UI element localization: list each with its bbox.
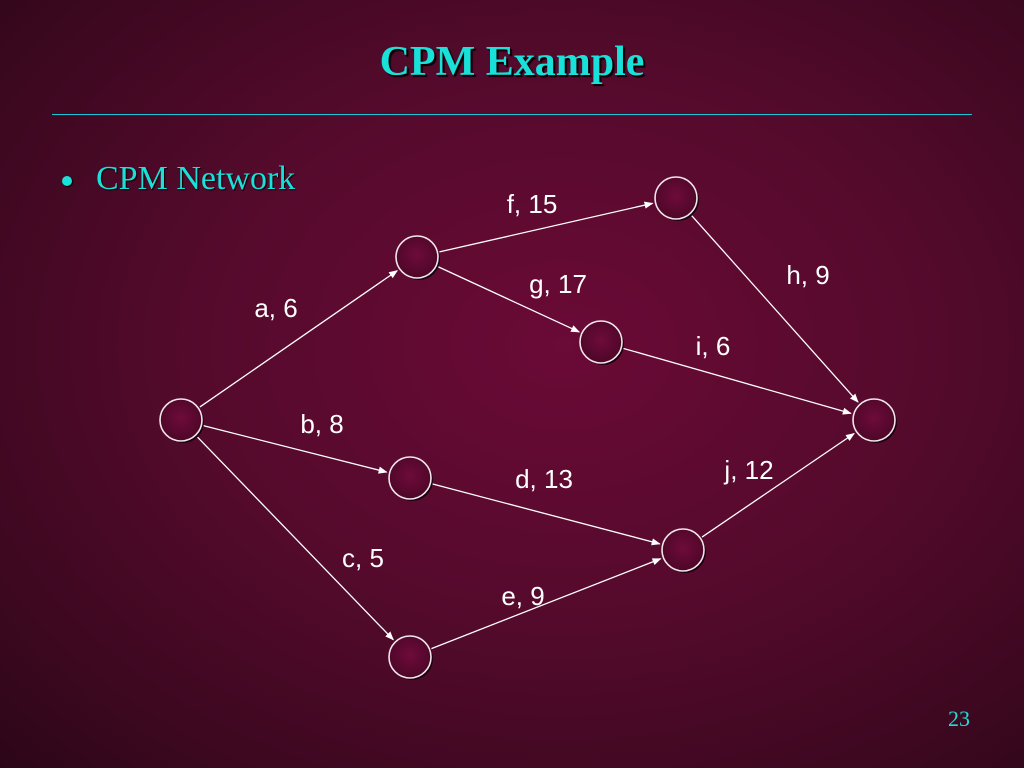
network-node (661, 528, 705, 572)
activity-label: b, 8 (300, 409, 343, 439)
arrow-f (439, 201, 654, 253)
arrow-b (203, 425, 388, 474)
network-node (579, 320, 623, 364)
bullet-dot-icon (62, 176, 72, 186)
arrow-i (622, 347, 852, 415)
arrow-h (690, 214, 859, 403)
bullet-item: CPM Network (62, 160, 295, 198)
activity-label: c, 5 (342, 543, 384, 573)
activity-label: h, 9 (786, 260, 829, 290)
network-node (654, 176, 698, 220)
arrow-c (196, 436, 394, 641)
arrow-e (431, 558, 662, 650)
activity-label: f, 15 (507, 189, 558, 219)
network-node (395, 235, 439, 279)
arrow-g (437, 266, 581, 333)
activity-label: j, 12 (723, 455, 773, 485)
network-node (159, 398, 203, 442)
bullet-text: CPM Network (96, 160, 296, 197)
page-number: 23 (948, 706, 970, 731)
activity-label: e, 9 (501, 581, 544, 611)
arrow-a (199, 270, 398, 408)
arrow-d (432, 483, 661, 546)
activity-label: g, 17 (529, 269, 587, 299)
activity-label: d, 13 (515, 464, 573, 494)
activity-label: i, 6 (696, 331, 731, 361)
arrow-j (701, 432, 855, 538)
activity-label: a, 6 (254, 293, 297, 323)
network-node (388, 456, 432, 500)
title-divider (52, 114, 972, 115)
network-node (852, 398, 896, 442)
network-node (388, 635, 432, 679)
slide-title: CPM Example (379, 39, 645, 85)
